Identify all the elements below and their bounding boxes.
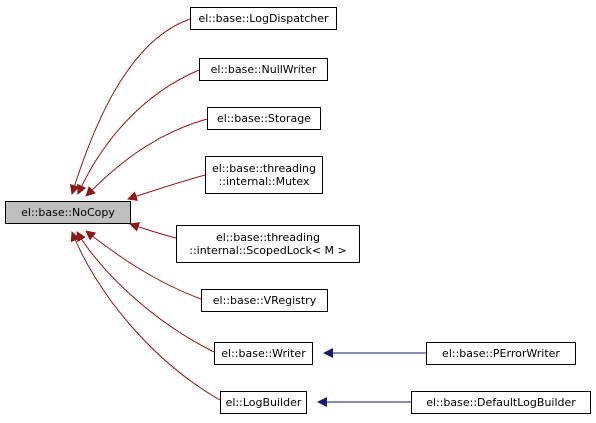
class-node-label-line2: ::internal::Mutex <box>218 175 310 188</box>
inheritance-edges <box>69 18 426 407</box>
class-node-logbuilder[interactable]: el::LogBuilder <box>220 391 307 414</box>
class-node-logdispatcher[interactable]: el::base::LogDispatcher <box>190 7 337 30</box>
class-node-label-line1: el::base::threading <box>212 162 316 175</box>
edge-vregistry <box>85 230 202 300</box>
edge-nullwriter <box>77 69 200 195</box>
edge-writer <box>76 231 215 353</box>
class-node-label: el::base::PErrorWriter <box>442 347 560 360</box>
edge-logdispatcher <box>69 18 191 195</box>
class-node-label: el::LogBuilder <box>225 396 302 409</box>
class-node-perrorwriter[interactable]: el::base::PErrorWriter <box>426 342 576 365</box>
class-node-scopedlock[interactable]: el::base::threading ::internal::ScopedLo… <box>176 225 360 263</box>
class-node-label: el::base::LogDispatcher <box>198 12 329 25</box>
class-node-writer[interactable]: el::base::Writer <box>214 342 313 365</box>
edge-mutex <box>127 174 206 201</box>
class-node-label: el::base::DefaultLogBuilder <box>426 396 576 409</box>
class-node-label: el::base::VRegistry <box>212 294 317 307</box>
class-node-label: el::base::NullWriter <box>210 63 317 76</box>
class-node-defaultlogbuilder[interactable]: el::base::DefaultLogBuilder <box>411 391 591 414</box>
class-node-mutex[interactable]: el::base::threading ::internal::Mutex <box>205 156 323 194</box>
class-node-label-line2: ::internal::ScopedLock< M > <box>189 244 347 257</box>
edge-storage <box>85 118 208 197</box>
edge-logbuilder <box>70 231 221 401</box>
edge-scopedlock <box>129 222 177 239</box>
class-node-root-label: el::base::NoCopy <box>21 206 115 219</box>
class-node-vregistry[interactable]: el::base::VRegistry <box>201 289 328 312</box>
class-node-label: el::base::Writer <box>221 347 306 360</box>
class-node-storage[interactable]: el::base::Storage <box>207 107 321 130</box>
class-node-nullwriter[interactable]: el::base::NullWriter <box>199 58 328 81</box>
class-node-root: el::base::NoCopy <box>5 201 131 224</box>
class-node-label-line1: el::base::threading <box>216 231 320 244</box>
class-node-label: el::base::Storage <box>217 112 311 125</box>
